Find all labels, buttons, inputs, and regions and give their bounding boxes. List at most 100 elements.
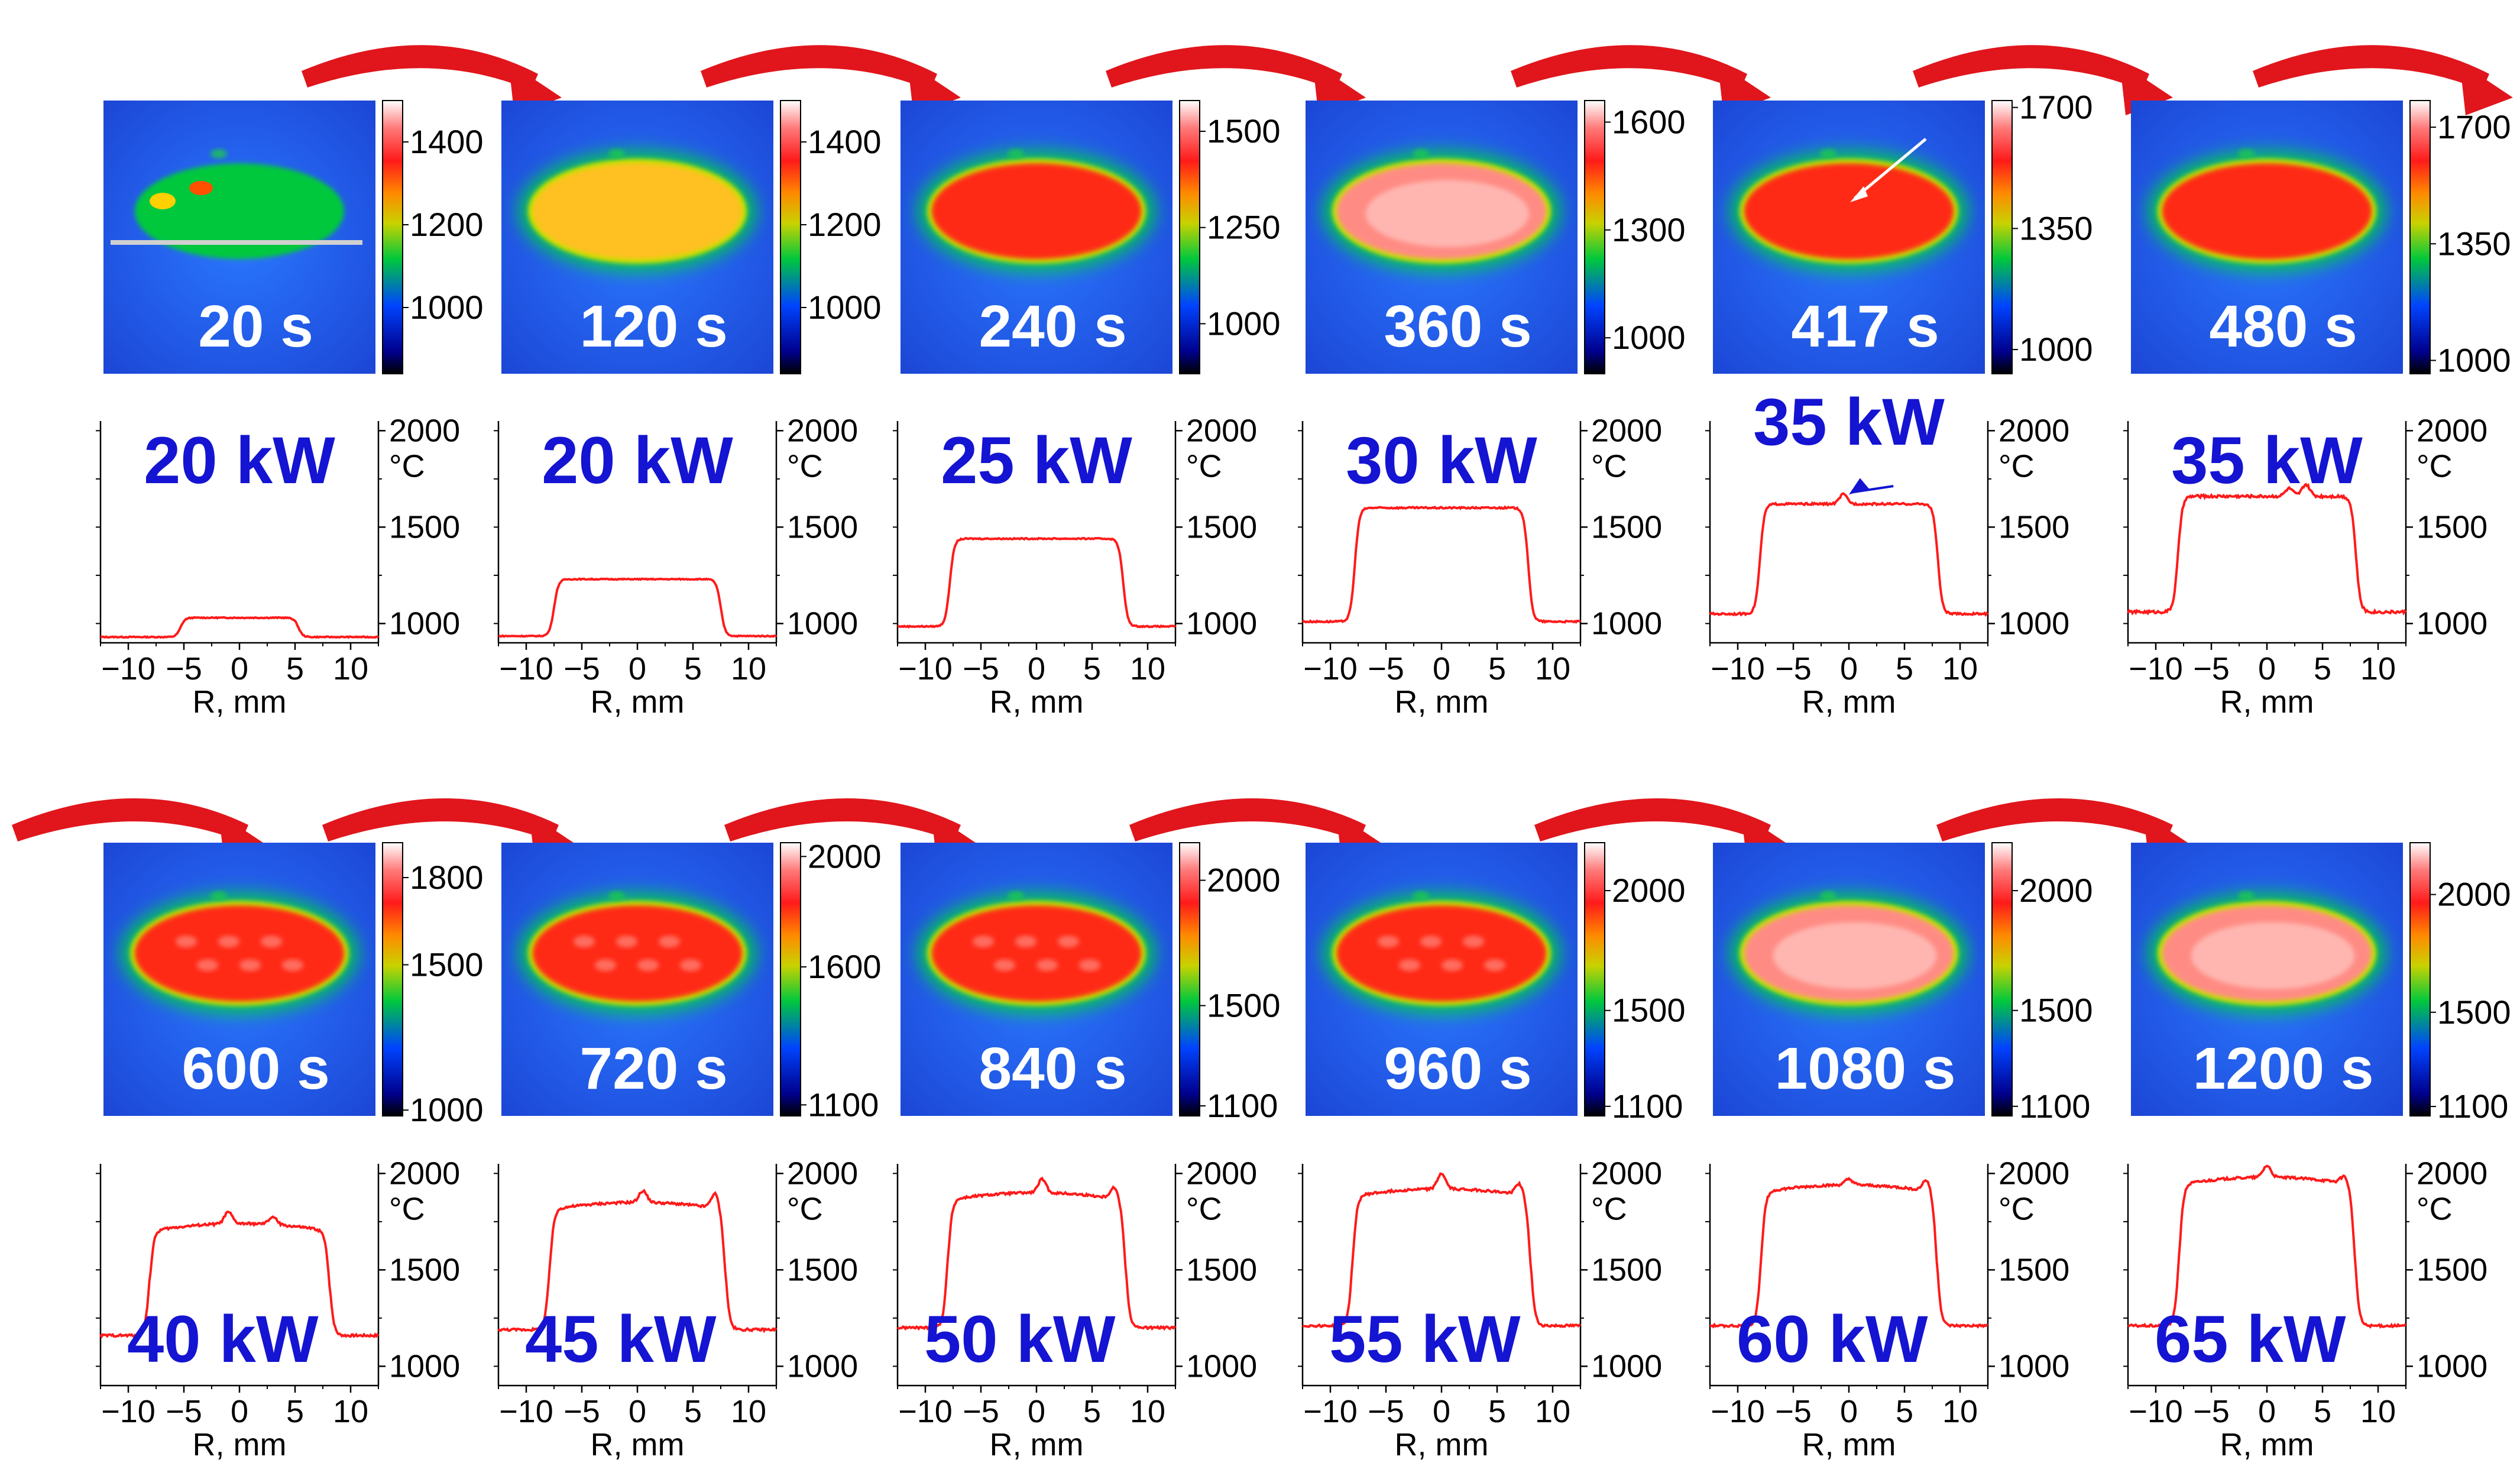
y-tick-label: 1000: [2417, 1348, 2487, 1384]
x-tick-label: 10: [1130, 1394, 1165, 1429]
x-tick-label: 0: [2258, 651, 2276, 687]
y-tick-label: 2000: [2417, 1156, 2487, 1191]
image-speckle: [637, 959, 659, 972]
image-speckle: [659, 936, 680, 948]
arrow-head: [2460, 62, 2513, 115]
colorbar-tick-label: 2000: [2437, 876, 2511, 913]
y-axis-unit: °C: [1591, 1191, 1627, 1226]
colorbar-tick-label: 1100: [1207, 1087, 1278, 1124]
image-speckle: [680, 959, 701, 972]
image-reflection: [608, 149, 625, 158]
y-axis-unit: °C: [389, 448, 425, 484]
x-axis-label: R, mm: [2220, 684, 2314, 720]
white-arrow-head: [1850, 186, 1868, 202]
time-label: 1200 s: [2193, 1035, 2374, 1102]
y-tick-label: 1500: [1186, 509, 1257, 545]
x-tick-label: 0: [231, 651, 248, 687]
time-label: 720 s: [579, 1035, 727, 1102]
x-tick-label: −10: [2129, 651, 2183, 687]
y-tick-label: 1500: [787, 1252, 858, 1287]
x-tick-label: −10: [101, 651, 156, 687]
temperature-profile-line: [100, 616, 380, 639]
x-tick-label: −5: [2193, 651, 2230, 687]
image-hot-spot: [150, 193, 176, 209]
image-speckle: [1399, 959, 1420, 972]
image-speckle: [1484, 959, 1505, 972]
arrow-body: [1129, 798, 1366, 842]
y-tick-label: 1000: [1186, 606, 1257, 641]
colorbar-scale: [1179, 100, 1200, 374]
x-tick-label: −5: [563, 1394, 600, 1429]
image-reflection: [1008, 149, 1024, 158]
y-tick-label: 2000: [2417, 413, 2487, 448]
time-label: 417 s: [1791, 293, 1939, 360]
x-tick-label: −5: [1775, 651, 1812, 687]
image-reflection: [2238, 891, 2255, 901]
y-tick-label: 1000: [1998, 606, 2069, 641]
thermal-image: 840 s: [901, 843, 1172, 1116]
y-tick-label: 2000: [1998, 1156, 2069, 1191]
colorbar-tick-label: 1250: [1207, 209, 1281, 246]
colorbar-scale: [1991, 842, 2013, 1116]
image-speckle: [197, 959, 218, 972]
power-label: 65 kW: [2155, 1302, 2346, 1376]
x-axis-label: R, mm: [1395, 684, 1489, 720]
y-tick-label: 2000: [389, 413, 460, 448]
x-tick-label: 5: [1896, 651, 1913, 687]
x-tick-label: 5: [1896, 1394, 1913, 1429]
image-speckle: [1463, 936, 1484, 948]
x-tick-label: −10: [1711, 651, 1765, 687]
colorbar-tick-label: 1100: [2437, 1088, 2508, 1125]
colorbar-tick-label: 1000: [808, 289, 882, 326]
x-tick-label: −5: [166, 1394, 202, 1429]
time-label: 600 s: [182, 1035, 329, 1102]
power-label: 40 kW: [127, 1302, 319, 1376]
y-tick-label: 1500: [1998, 509, 2069, 545]
x-tick-label: 5: [1083, 651, 1101, 687]
image-speckle: [176, 936, 197, 948]
x-tick-label: 5: [286, 1394, 304, 1429]
x-tick-label: 5: [684, 651, 702, 687]
x-tick-label: −5: [1368, 1394, 1404, 1429]
power-label: 25 kW: [941, 423, 1132, 497]
x-tick-label: −10: [2129, 1394, 2183, 1429]
x-tick-label: 0: [629, 651, 646, 687]
temperature-profile-line: [497, 1189, 778, 1334]
colorbar-tick-label: 1300: [1612, 211, 1686, 248]
x-axis-label: R, mm: [990, 684, 1084, 720]
x-tick-label: 5: [1488, 1394, 1506, 1429]
image-speckle: [282, 959, 303, 972]
colorbar-tick-label: 2000: [1612, 872, 1686, 909]
colorbar-tick-label: 1100: [1612, 1088, 1683, 1125]
colorbar-tick-label: 2000: [2019, 872, 2093, 909]
colorbar-tick-label: 1500: [2019, 992, 2093, 1029]
temperature-profile-line: [1710, 1176, 1988, 1329]
x-tick-label: −5: [563, 651, 600, 687]
y-tick-label: 1000: [2417, 606, 2487, 641]
x-axis-label: R, mm: [193, 684, 287, 720]
y-tick-label: 1000: [787, 1348, 858, 1384]
arrow-body: [1534, 798, 1771, 842]
colorbar-scale: [1991, 100, 2013, 374]
arrow-body: [701, 45, 937, 90]
power-label: 60 kW: [1737, 1302, 1928, 1376]
y-tick-label: 2000: [1186, 413, 1257, 448]
colorbar-tick-label: 1600: [1612, 103, 1686, 140]
image-speckle: [1378, 936, 1399, 948]
image-hotspot: [1365, 180, 1530, 247]
image-speckle: [595, 959, 616, 972]
time-label: 20 s: [198, 293, 313, 360]
image-speckle: [218, 936, 239, 948]
blue-arrow-head: [1849, 478, 1869, 495]
colorbar-scale: [780, 842, 801, 1116]
x-axis-label: R, mm: [591, 684, 685, 720]
x-tick-label: 5: [2314, 651, 2331, 687]
colorbar-tick-label: 1700: [2019, 89, 2093, 126]
